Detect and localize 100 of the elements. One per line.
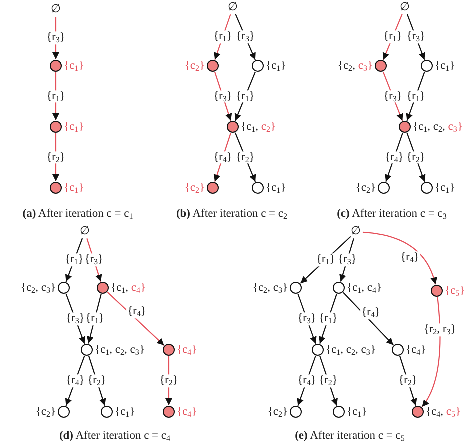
arrow — [86, 238, 102, 282]
set-label: {c$_{1}$} — [435, 60, 456, 72]
edge-label: {r$_{4}$} — [212, 151, 234, 164]
arrow — [107, 292, 165, 346]
set-label: {c$_{2}$} — [268, 406, 288, 418]
arrow — [52, 134, 60, 182]
arrow — [300, 236, 352, 284]
arrow — [214, 133, 232, 182]
node-label: ∅ — [400, 2, 410, 14]
edge-label: {r$_{3}$} — [46, 32, 66, 45]
arrow — [340, 238, 354, 282]
edge-label: {r$_{1}$} — [235, 90, 256, 103]
set-label: {c$_{1}$, c$_{2}$, c$_{3}$} — [326, 344, 376, 356]
caption: (e) After iteration c = c$_{5}$ — [295, 430, 405, 442]
edge-label: {r$_{4}$} — [126, 306, 148, 318]
arrow — [343, 292, 394, 346]
node-label: ∅ — [80, 226, 90, 238]
caption: (c) After iteration c = c$_{3}$ — [337, 208, 447, 220]
set-label: {c$_{2}$} — [184, 182, 205, 194]
edge-label: {r$_{2}$} — [46, 151, 66, 164]
set-label: {c$_{4}$} — [406, 344, 426, 356]
set-label: {c$_{1}$, c$_{4}$} — [347, 282, 382, 294]
set-label: {c$_{2}$} — [184, 60, 205, 72]
arrow — [88, 356, 106, 406]
arrow — [52, 17, 60, 60]
edge-label: {r$_{2}$, r$_{3}$} — [422, 324, 458, 336]
arrow — [320, 356, 338, 406]
arrow — [319, 294, 338, 344]
set-label: {c$_{1}$} — [266, 60, 286, 72]
arrow — [406, 72, 426, 122]
arrow — [214, 14, 232, 60]
edge-label: {r$_{2}$} — [158, 374, 180, 388]
edge-label: {r$_{1}$} — [212, 30, 234, 44]
set-label: {c$_{2}$, c$_{3}$} — [338, 60, 373, 72]
edge-label: {r$_{3}$} — [406, 30, 427, 44]
edge-label: {r$_{2}$} — [398, 374, 418, 388]
set-label: {c$_{2}$} — [356, 182, 376, 194]
edge-label: {r$_{4}$} — [384, 151, 405, 164]
caption: (a) After iteration c = c$_{1}$ — [22, 208, 134, 220]
edge-label: {r$_{1}$} — [406, 90, 426, 103]
edge-label: {r$_{1}$} — [315, 254, 336, 266]
edge-label: {r$_{1}$} — [318, 312, 339, 326]
set-label: {c$_{2}$} — [36, 406, 56, 418]
arrow — [406, 14, 426, 60]
arrow — [166, 356, 172, 406]
arrow — [382, 14, 403, 60]
set-label: {c$_{1}$} — [347, 406, 368, 418]
edge-label: {r$_{4}$} — [65, 374, 86, 388]
set-label: {c$_{1}$} — [266, 182, 286, 194]
arrow — [234, 72, 256, 122]
node-label: ∅ — [51, 4, 61, 16]
arrow — [66, 294, 86, 344]
arrow — [52, 72, 60, 120]
edge-label: {r$_{2}$} — [406, 151, 426, 164]
edge-label: {r$_{4}$} — [360, 306, 382, 320]
edge-label: {r$_{2}$} — [235, 151, 256, 164]
arrow — [385, 132, 404, 182]
set-label: {c$_{4}$} — [177, 344, 198, 356]
arrow — [86, 294, 102, 344]
edge-label: {r$_{2}$} — [318, 374, 339, 388]
set-label: {c$_{1}$, c$_{2}$, c$_{3}$} — [413, 121, 463, 133]
edge-label: {r$_{3}$} — [382, 90, 404, 103]
node-label: ∅ — [351, 226, 361, 238]
edge-label: {r$_{4}$} — [400, 252, 420, 264]
edge-label: {r$_{3}$} — [336, 254, 358, 267]
edge-label: {r$_{3}$} — [212, 90, 234, 103]
edge-label: {r$_{2}$} — [86, 374, 108, 388]
set-label: {c$_{2}$, c$_{3}$} — [20, 282, 56, 294]
arrow — [362, 232, 438, 285]
arrow — [297, 356, 316, 406]
arrow — [422, 297, 441, 408]
caption: (b) After iteration c = c$_{2}$ — [176, 208, 288, 220]
edge-label: {r$_{3}$} — [235, 30, 256, 44]
arrow — [214, 72, 232, 121]
edge-label: {r$_{1}$} — [84, 312, 106, 326]
arrow — [399, 356, 418, 406]
set-label: {c$_{1}$} — [435, 182, 456, 194]
edge-label: {r$_{3}$} — [84, 254, 105, 267]
arrow — [65, 238, 84, 282]
caption: (d) After iteration c = c$_{4}$ — [59, 430, 171, 442]
set-label: {c$_{1}$} — [64, 60, 84, 72]
edge-label: {r$_{3}$} — [65, 312, 86, 326]
set-label: {c$_{2}$, c$_{3}$} — [252, 282, 288, 294]
arrow — [65, 356, 86, 406]
set-label: {c$_{1}$} — [64, 182, 84, 194]
arrow — [382, 72, 404, 122]
edge-label: {r$_{3}$} — [296, 312, 318, 326]
set-label: {c$_{4}$, c$_{5}$} — [426, 406, 462, 418]
node-label: ∅ — [228, 2, 238, 14]
set-label: {c$_{4}$} — [177, 406, 198, 418]
arrow — [235, 14, 256, 60]
set-label: {c$_{1}$} — [64, 121, 84, 133]
set-label: {c$_{1}$} — [115, 406, 136, 418]
set-label: {c$_{1}$, c$_{2}$} — [241, 121, 276, 133]
edge-label: {r$_{4}$} — [296, 374, 318, 388]
edge-label: {r$_{1}$} — [46, 90, 66, 103]
set-label: {c$_{5}$} — [445, 285, 466, 297]
edge-label: {r$_{1}$} — [64, 254, 85, 267]
arrow — [298, 294, 317, 344]
edge-label: {r$_{1}$} — [382, 30, 404, 44]
